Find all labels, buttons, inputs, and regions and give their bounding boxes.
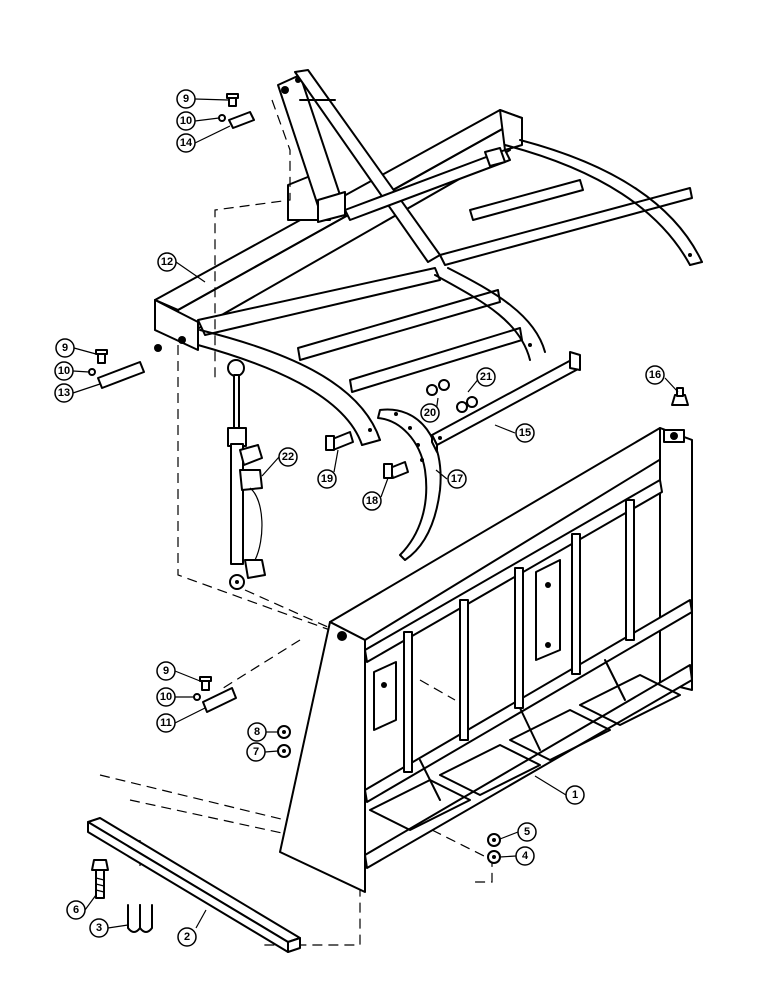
bolts-and-tine <box>325 408 442 561</box>
callouts: 9 10 14 12 9 10 13 22 19 18 17 21 20 15 … <box>54 89 665 947</box>
leader-lines <box>72 98 679 929</box>
callout-label: 12 <box>161 256 173 268</box>
callout-11: 11 <box>156 713 176 733</box>
callout-19: 19 <box>317 469 337 489</box>
callout-16: 16 <box>645 365 665 385</box>
callout-label: 3 <box>96 922 102 934</box>
nuts-and-bar <box>426 351 581 453</box>
callout-13: 13 <box>54 383 74 403</box>
callout-9: 9 <box>176 89 196 109</box>
lower-bucket-frame <box>279 427 693 893</box>
bolt-6 <box>91 859 109 899</box>
callout-label: 1 <box>572 789 578 801</box>
callout-14: 14 <box>176 133 196 153</box>
callout-10: 10 <box>54 361 74 381</box>
upper-grapple-frame <box>154 69 703 446</box>
callout-label: 22 <box>282 451 294 463</box>
callout-label: 17 <box>451 473 463 485</box>
callout-20: 20 <box>420 403 440 423</box>
callout-label: 14 <box>180 137 193 149</box>
callout-label: 9 <box>163 665 169 677</box>
callout-label: 10 <box>160 691 172 703</box>
callout-4: 4 <box>515 846 535 866</box>
callout-7: 7 <box>246 742 266 762</box>
grease-fitting <box>671 387 689 406</box>
callout-10: 10 <box>176 111 196 131</box>
callout-15: 15 <box>515 423 535 443</box>
nuts-4-5 <box>487 833 501 864</box>
callout-label: 16 <box>649 369 661 381</box>
callout-label: 5 <box>524 826 530 838</box>
callout-label: 19 <box>321 473 333 485</box>
callout-label: 11 <box>160 717 172 729</box>
callout-label: 6 <box>73 904 79 916</box>
callout-9: 9 <box>156 661 176 681</box>
callout-1: 1 <box>565 785 585 805</box>
pin-set-lower <box>193 676 237 713</box>
pin-set-upper <box>218 93 255 129</box>
callout-label: 13 <box>58 387 70 399</box>
hydraulic-cylinder <box>227 359 266 590</box>
callout-label: 15 <box>519 427 531 439</box>
nuts-7-8 <box>277 725 291 758</box>
callout-17: 17 <box>447 469 467 489</box>
callout-22: 22 <box>278 447 298 467</box>
callout-label: 20 <box>424 407 436 419</box>
u-bolt-3 <box>127 904 153 933</box>
callout-18: 18 <box>362 491 382 511</box>
callout-12: 12 <box>157 252 177 272</box>
callout-10: 10 <box>156 687 176 707</box>
callout-label: 4 <box>522 850 529 862</box>
callout-3: 3 <box>89 918 109 938</box>
callout-label: 18 <box>366 495 378 507</box>
callout-label: 9 <box>62 342 68 354</box>
callout-5: 5 <box>517 822 537 842</box>
callout-label: 8 <box>254 726 260 738</box>
callout-2: 2 <box>177 927 197 947</box>
callout-label: 2 <box>184 931 190 943</box>
callout-label: 9 <box>183 93 189 105</box>
callout-label: 10 <box>58 365 70 377</box>
callout-9: 9 <box>55 338 75 358</box>
callout-label: 7 <box>253 746 259 758</box>
cutting-edge-2 <box>87 817 301 953</box>
callout-label: 10 <box>180 115 192 127</box>
callout-8: 8 <box>247 722 267 742</box>
callout-6: 6 <box>66 900 86 920</box>
callout-21: 21 <box>476 367 496 387</box>
pin-set-middle <box>88 349 145 389</box>
callout-label: 21 <box>480 371 492 383</box>
